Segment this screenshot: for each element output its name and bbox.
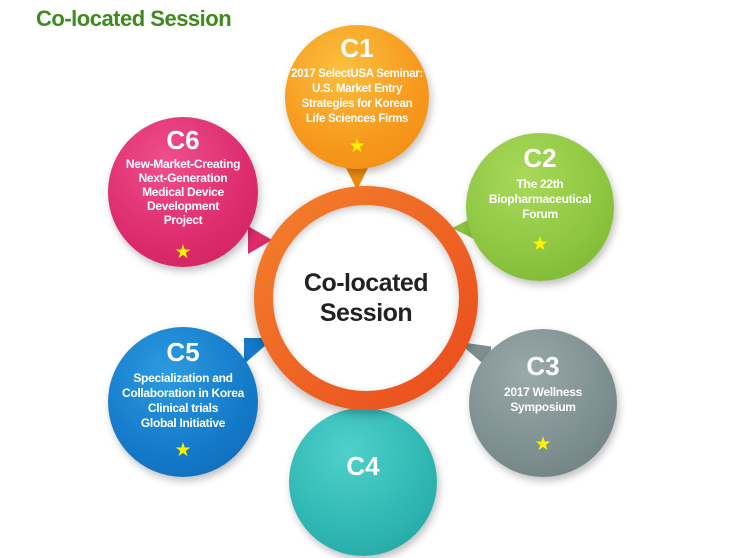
session-desc-line: Specialization and [133,371,233,385]
center-label-line: Session [319,299,413,327]
session-code: C1 [340,33,374,63]
session-bubble-c4[interactable]: C4 [289,408,437,556]
page-title: Co-located Session [36,6,232,31]
session-bubble-c5[interactable]: C5 Specialization and Collaboration in K… [108,327,258,477]
session-bubble-c3-content: C3 2017 Wellness Symposium ★ [469,329,617,479]
center-circle: Co-located Session [273,205,459,391]
center-ring: Co-located Session [254,186,478,410]
star-icon: ★ [534,434,552,455]
star-icon: ★ [348,136,366,157]
session-code: C5 [166,337,200,367]
session-bubble-c6-content: C6 New-Market-Creating Next-Generation M… [108,117,258,267]
session-desc-line: Medical Device [142,185,224,199]
center-label: Co-located Session [291,268,441,329]
star-icon: ★ [531,234,549,255]
session-desc-line: Development [146,199,220,213]
session-bubble-c4-content: C4 [289,408,437,558]
center-label-line: Co-located [303,268,429,297]
session-desc-line: Biopharmaceutical [488,192,592,206]
session-desc-line: Symposium [510,400,576,414]
session-desc-line: Clinical trials [147,401,219,415]
session-bubble-c1-content: C1 2017 SelectUSA Seminar: U.S. Market E… [285,25,429,175]
session-bubble-c1[interactable]: C1 2017 SelectUSA Seminar: U.S. Market E… [285,25,429,169]
session-desc: 2017 Wellness Symposium [477,385,609,415]
session-code: C4 [346,451,380,481]
session-desc-line: Collaboration in Korea [121,386,245,400]
session-code: C3 [526,351,560,381]
session-desc-line: The 22th [516,177,564,191]
session-bubble-c2-content: C2 The 22th Biopharmaceutical Forum ★ [466,133,614,283]
session-desc-line: 2017 Wellness [504,385,582,399]
session-desc: The 22th Biopharmaceutical Forum [474,177,606,222]
session-bubble-c3[interactable]: C3 2017 Wellness Symposium ★ [469,329,617,477]
session-bubble-c2[interactable]: C2 The 22th Biopharmaceutical Forum ★ [466,133,614,281]
session-desc-line: New-Market-Creating [125,157,241,171]
session-desc-line: Global Initiative [140,416,226,430]
session-desc-line: Next-Generation [138,171,228,185]
session-code: C2 [523,143,557,173]
session-desc-line: U.S. Market Entry [311,83,403,95]
star-icon: ★ [174,440,192,461]
session-code: C6 [166,125,200,155]
session-desc-line: Life Sciences Firms [305,113,409,125]
session-desc-line: Strategies for Korean [301,98,413,110]
session-desc-line: Forum [522,207,558,221]
session-desc-line: Project [163,213,203,227]
session-bubble-c6[interactable]: C6 New-Market-Creating Next-Generation M… [108,117,258,267]
session-desc: 2017 SelectUSA Seminar: U.S. Market Entr… [287,67,427,127]
session-bubble-c5-content: C5 Specialization and Collaboration in K… [108,327,258,477]
session-desc: Specialization and Collaboration in Kore… [113,371,253,431]
session-desc-line: 2017 SelectUSA Seminar: [290,68,424,80]
star-icon: ★ [174,242,192,263]
session-desc: New-Market-Creating Next-Generation Medi… [117,157,249,227]
